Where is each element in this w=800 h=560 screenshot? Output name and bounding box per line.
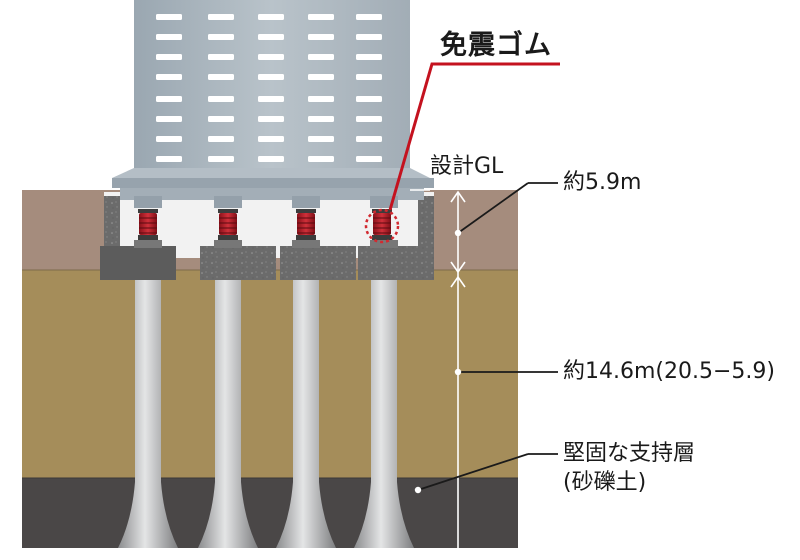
window: [258, 96, 284, 102]
building-body: [134, 0, 410, 168]
building-columns: [134, 196, 398, 208]
window: [356, 74, 382, 80]
window: [156, 156, 182, 162]
column-stub: [214, 196, 242, 208]
window: [258, 34, 284, 40]
rubber-bearing: [297, 213, 315, 235]
pile-cap: [280, 246, 356, 280]
window: [156, 54, 182, 60]
window: [156, 74, 182, 80]
pile: [118, 270, 178, 548]
window: [356, 54, 382, 60]
rubber-plate-bottom: [218, 235, 238, 240]
isolator-highlight-circle: [364, 208, 400, 244]
column-stub: [292, 196, 320, 208]
window: [156, 136, 182, 142]
isolator-label: 免震ゴム: [440, 30, 552, 61]
pile: [276, 270, 336, 548]
window: [208, 74, 234, 80]
rubber-plate-top: [296, 209, 316, 213]
piles: [118, 270, 414, 548]
pile: [354, 270, 414, 548]
window: [308, 136, 334, 142]
window: [356, 116, 382, 122]
building-skirt: [112, 168, 430, 178]
window: [356, 156, 382, 162]
window: [258, 14, 284, 20]
window: [208, 54, 234, 60]
window: [308, 14, 334, 20]
rubber-bearing: [139, 213, 157, 235]
rubber-bearing: [219, 213, 237, 235]
rubber-plate-bottom: [372, 235, 392, 240]
pile-cap: [200, 246, 276, 280]
window: [356, 34, 382, 40]
building-windows: [156, 14, 382, 162]
window: [258, 116, 284, 122]
rubber-plate-top: [218, 209, 238, 213]
pile-cap: [100, 246, 176, 280]
window: [308, 34, 334, 40]
window: [156, 14, 182, 20]
rubber-bearing: [373, 213, 391, 235]
window: [208, 96, 234, 102]
depth-lower-label: 約14.6m(20.5−5.9): [563, 359, 775, 384]
depth-upper-label: 約5.9m: [563, 170, 642, 195]
design-gl-label: 設計GL: [430, 154, 504, 179]
window: [208, 136, 234, 142]
pedestal: [370, 240, 398, 248]
pile: [198, 270, 258, 548]
pedestal: [214, 240, 242, 248]
callout-leaders: [417, 182, 558, 491]
pedestal: [292, 240, 320, 248]
building-base-slab: [112, 178, 434, 188]
window: [258, 74, 284, 80]
window: [356, 136, 382, 142]
seismic-isolation-rubbers: [138, 209, 392, 240]
rubber-plate-top: [138, 209, 158, 213]
middle-soil-layer: [22, 270, 518, 478]
retaining-wall-right: [418, 196, 434, 252]
window: [258, 54, 284, 60]
window: [156, 116, 182, 122]
rubber-plate-bottom: [296, 235, 316, 240]
window: [356, 14, 382, 20]
pile-cap: [358, 246, 434, 280]
window: [356, 96, 382, 102]
window: [258, 136, 284, 142]
window: [308, 54, 334, 60]
window: [208, 34, 234, 40]
bearing-soil-layer: [22, 478, 518, 548]
building-lower-beam: [120, 188, 424, 200]
bearing-layer-label: 堅固な支持層: [563, 441, 696, 466]
window: [258, 156, 284, 162]
window: [156, 96, 182, 102]
window: [308, 156, 334, 162]
window: [308, 74, 334, 80]
window: [308, 96, 334, 102]
isolator-leader-line: [388, 62, 560, 211]
retaining-wall-left: [104, 196, 120, 248]
window: [208, 156, 234, 162]
callout-dots: [414, 229, 462, 494]
window: [156, 34, 182, 40]
rubber-plate-bottom: [138, 235, 158, 240]
pedestal: [134, 240, 162, 248]
window: [208, 14, 234, 20]
pile-caps: [100, 240, 434, 280]
bearing-layer-soil-label: (砂礫土): [563, 470, 647, 495]
window: [208, 116, 234, 122]
column-stub: [134, 196, 162, 208]
window: [308, 116, 334, 122]
